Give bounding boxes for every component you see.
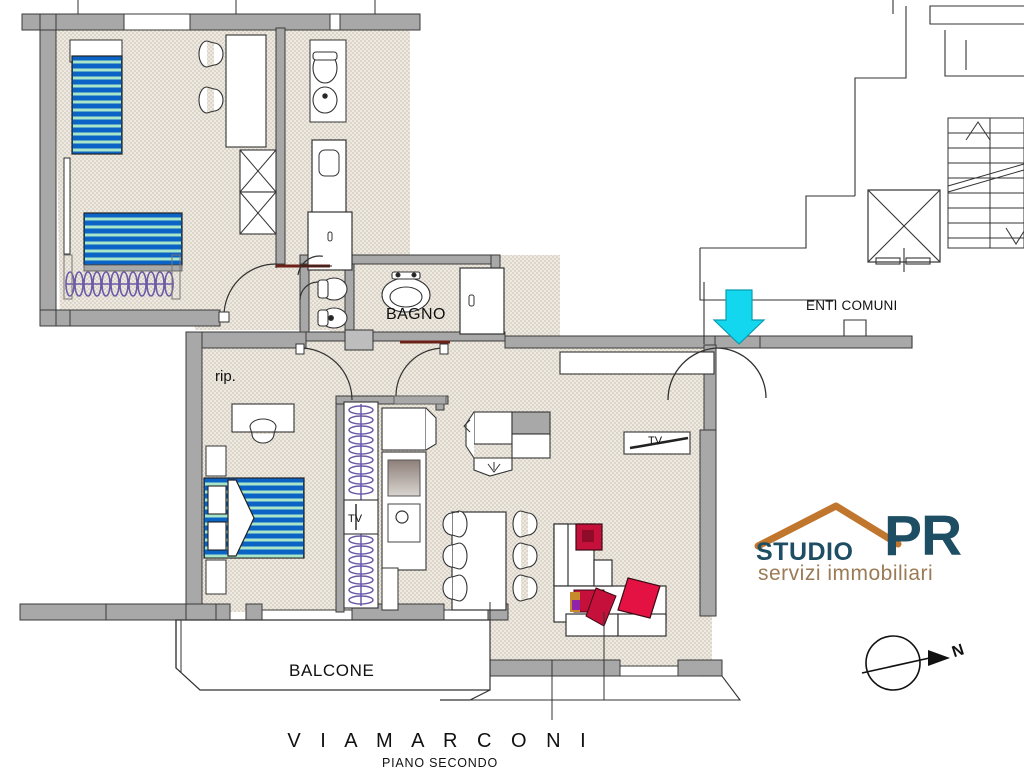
room-label-enti-comuni: ENTI COMUNI [806,298,898,313]
kitchen [343,395,447,611]
studio-pr-logo: STUDIO PR servizi immobiliari [752,500,1004,592]
dimension-ticks [77,0,605,720]
tv-label-living: TV [648,435,663,447]
entrance-door [667,347,767,401]
bedroom-2-furniture [203,403,305,595]
entry-common-outline [770,319,913,349]
street-name: V I A M A R C O N I [287,730,593,752]
curtain-symbols [65,271,174,297]
room-label-balcone: BALCONE [289,661,375,680]
entrance-arrow-icon [712,289,766,345]
room-label-rip: rip. [215,368,236,385]
tv-label-kitchen: TV [348,513,363,525]
floor-level-label: PIANO SECONDO [382,756,498,770]
common-areas [699,0,1024,344]
living-room-furniture [442,351,715,637]
compass-rose [861,635,950,691]
logo-studio-text: STUDIO [756,538,854,566]
walls [21,13,845,677]
logo-subtitle: servizi immobiliari [758,562,934,585]
roof-icon [754,502,902,550]
balcone-area [19,603,742,701]
bedroom-1-furniture [63,34,277,323]
logo-pr-text: PR [884,504,962,568]
room-label-bagno: BAGNO [386,306,446,323]
bathroom-fixtures [276,39,505,351]
rip-closet [295,343,449,401]
